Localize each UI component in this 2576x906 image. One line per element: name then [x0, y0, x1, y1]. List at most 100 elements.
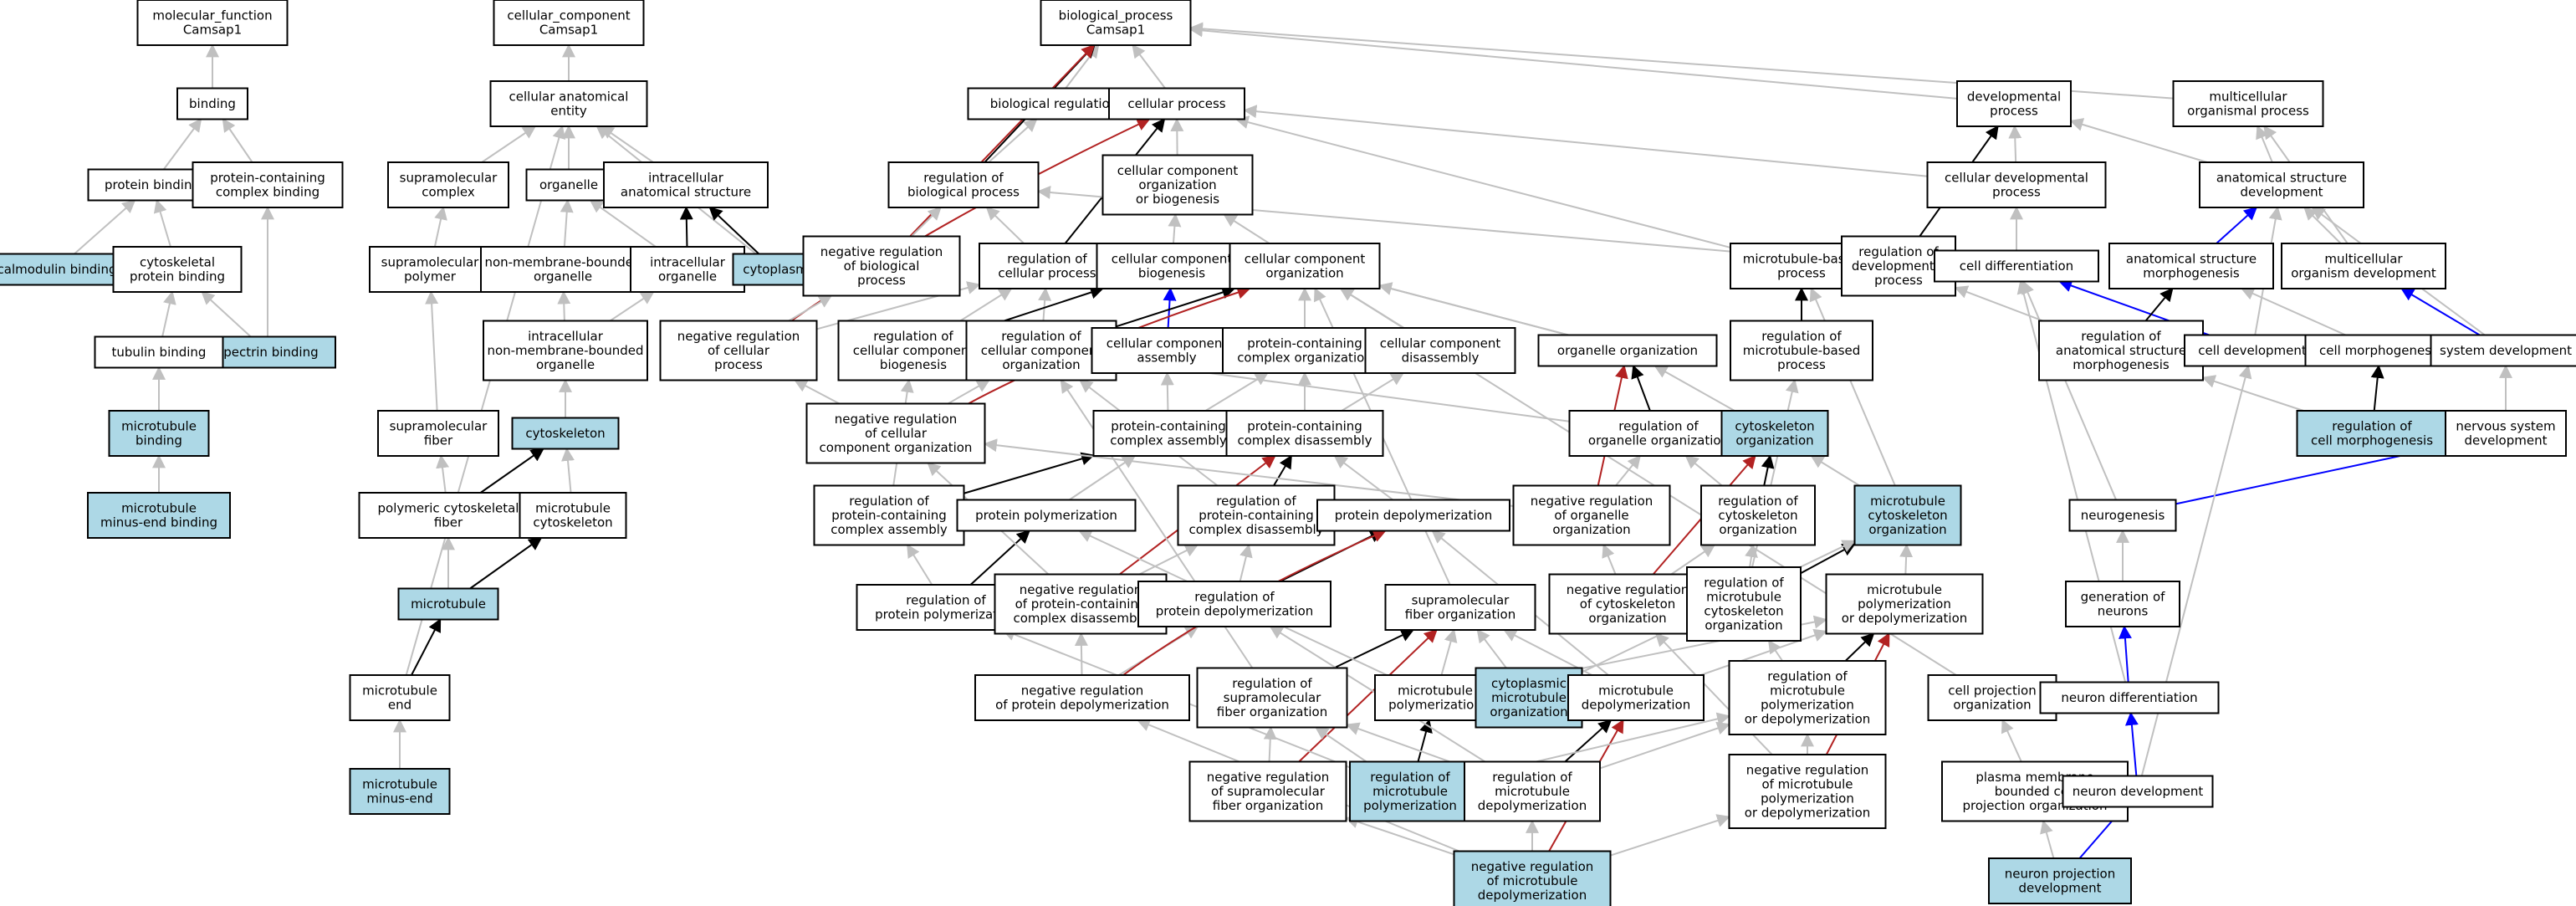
node-label-line: biogenesis — [880, 357, 947, 372]
edge-is-a — [1060, 379, 1254, 669]
node-label: protein binding — [105, 177, 200, 192]
edge-part-of — [479, 448, 544, 494]
node-label-line: cellular component — [1117, 163, 1239, 178]
node-label-line: cellular anatomical — [509, 90, 629, 105]
edge-is-a — [988, 118, 1038, 163]
edge-is-a — [1132, 44, 1166, 90]
node-label-line: supramolecular — [400, 171, 498, 186]
node-label-line: complex organization — [1237, 351, 1372, 366]
node-label-line: polymerization — [1761, 791, 1854, 806]
go-term-node-protein-polymerization: protein polymerization — [956, 499, 1137, 532]
node-label-line: cellular component — [1107, 336, 1228, 351]
node-box — [1730, 320, 1873, 381]
node-label-line: neuron differentiation — [2061, 690, 2197, 705]
node-label-line: complex disassembly — [1237, 433, 1372, 448]
node-label-line: negative regulation — [1207, 770, 1330, 785]
node-label: neurogenesis — [2081, 508, 2165, 523]
node-label-line: cytoskeleton — [1718, 508, 1797, 523]
node-label-line: protein-containing — [1247, 336, 1362, 351]
node-box — [1512, 484, 1671, 546]
node-label-line: disassembly — [1402, 351, 1480, 366]
go-term-node-cell-development: cell development — [2184, 334, 2321, 367]
node-label-line: cytoplasm — [743, 262, 808, 277]
edge-is-a — [1223, 213, 1270, 244]
node-label-line: anatomical structure — [2216, 171, 2347, 186]
node-label-line: polymerization — [1858, 596, 1951, 612]
node-box — [2039, 681, 2220, 714]
node-label-line: neuron development — [2073, 784, 2204, 799]
node-label-line: spectrin binding — [217, 345, 318, 360]
edge-is-a — [1654, 632, 1773, 755]
node-label-line: cellular process — [998, 266, 1096, 281]
node-box — [1453, 850, 1612, 906]
edge-is-a — [609, 291, 655, 322]
edge-is-a — [557, 290, 571, 321]
node-label: cellular process — [1127, 96, 1225, 111]
node-box — [483, 320, 648, 381]
node-label-line: of microtubule — [1761, 777, 1853, 792]
node-box — [1728, 660, 1887, 735]
node-label-line: microtubule — [1870, 494, 1945, 509]
node-label-line: regulation of — [1618, 419, 1699, 434]
node-label-line: of supramolecular — [1211, 784, 1326, 799]
edge-is-a — [600, 125, 654, 163]
node-label-line: organelle organization — [1557, 343, 1698, 358]
edge-part-of — [1417, 719, 1433, 762]
edge-is-a — [222, 118, 253, 163]
node-label: cytoskeleton — [525, 426, 605, 441]
node-label-line: component organization — [820, 440, 973, 455]
node-box — [956, 499, 1137, 532]
node-label-line: or depolymerization — [1745, 806, 1871, 821]
node-label-line: organismal process — [2187, 104, 2309, 119]
node-box — [1225, 410, 1384, 457]
node-label-line: complex assembly — [1110, 433, 1227, 448]
node-label-line: negative regulation — [1746, 763, 1869, 778]
node-label-line: intracellular — [528, 329, 604, 344]
node-label-line: microtubule-based — [1743, 252, 1861, 267]
node-box — [659, 320, 818, 381]
edge-part-of — [2144, 287, 2174, 322]
node-label-line: negative regulation — [1021, 683, 1144, 699]
node-label-line: microtubule — [1706, 590, 1781, 605]
node-box — [480, 246, 646, 293]
edge-is-a — [201, 290, 252, 338]
node-label-line: complex disassembly — [1188, 522, 1323, 537]
node-label-line: organization — [1953, 698, 2031, 713]
edge-positively-regulates — [2216, 206, 2258, 244]
node-label-line: nervous system — [2456, 419, 2555, 434]
node-label-line: organization — [1588, 611, 1666, 626]
node-box — [2296, 410, 2448, 457]
node-box — [2108, 243, 2274, 289]
edge-is-a — [481, 125, 537, 163]
node-label-line: morphogenesis — [2143, 266, 2240, 281]
node-label-line: biological process — [907, 185, 1020, 200]
node-label: cell development — [2198, 343, 2307, 358]
node-label-line: of cellular — [708, 343, 770, 358]
edge-is-a — [1341, 372, 1405, 412]
node-label-line: regulation of — [906, 593, 986, 608]
node-box — [0, 253, 133, 286]
